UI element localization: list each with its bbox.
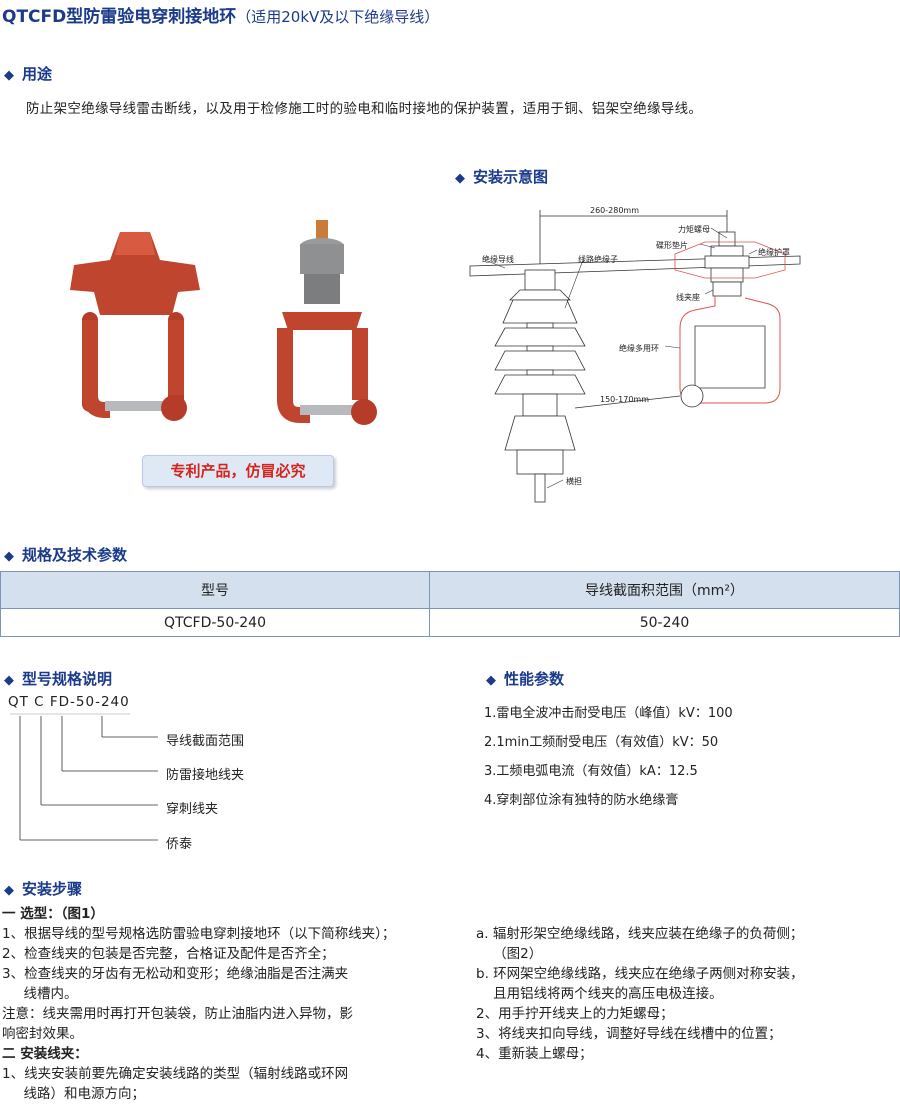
install-step: 1、线夹安装前要先确定安装线路的类型（辐射线路或环网 xyxy=(2,1066,349,1082)
label-clamp-seat: 线夹座 xyxy=(676,293,700,302)
diamond-icon: ◆ xyxy=(486,673,496,688)
install-step: 线槽内。 xyxy=(2,986,78,1002)
label-insulated-wire: 绝缘导线 xyxy=(482,255,514,264)
usage-text: 防止架空绝缘导线雷击断线，以及用于检修施工时的验电和临时接地的保护装置，适用于铜… xyxy=(26,101,703,117)
performance-item: 2.1min工频耐受电压（有效值）kV：50 xyxy=(484,735,719,750)
col-model: 型号 xyxy=(0,571,430,609)
install-step: a. 辐射形架空绝缘线路，线夹应装在绝缘子的负荷侧； xyxy=(476,926,804,942)
model-tree-lines xyxy=(10,713,158,841)
label-dim-top: 260-280mm xyxy=(590,206,640,215)
model-item: 防雷接地线夹 xyxy=(166,768,245,783)
performance-item: 1.雷电全波冲击耐受电压（峰值）kV：100 xyxy=(484,706,733,721)
title-subtitle: （适用20kV及以下绝缘导线） xyxy=(236,8,440,26)
model-code: QT C FD-50-240 xyxy=(8,694,130,710)
install-step: 二 安装线夹： xyxy=(2,1046,88,1062)
install-left-column: 一 选型：（图1） 1、根据导线的型号规格选防雷验电穿刺接地环（以下简称线夹）；… xyxy=(2,904,395,1104)
install-step: 线路）和电源方向； xyxy=(2,1086,145,1102)
performance-heading: ◆ 性能参数 xyxy=(486,668,564,689)
performance-item: 3.工频电弧电流（有效值）kA：12.5 xyxy=(484,764,698,779)
label-insulating-cover: 绝缘护罩 xyxy=(758,248,790,257)
install-step: 3、将线夹扣向导线，调整好导线在线槽中的位置； xyxy=(476,1026,782,1042)
install-step: 3、检查线夹的牙齿有无松动和变形；绝缘油脂是否注满夹 xyxy=(2,966,349,982)
spec-heading-text: 规格及技术参数 xyxy=(22,546,128,564)
diagram-heading-text: 安装示意图 xyxy=(473,168,549,186)
performance-item: 4.穿刺部位涂有独特的防水绝缘膏 xyxy=(484,793,679,808)
insulator-shape xyxy=(494,269,586,503)
usage-heading: ◆ 用途 xyxy=(4,63,52,84)
install-step: 4、重新装上螺母； xyxy=(476,1046,593,1062)
label-line-insulator: 线路绝缘子 xyxy=(578,255,618,264)
clamp-assembly xyxy=(704,231,750,297)
install-step: b. 环网架空绝缘线路，线夹应在绝缘子两侧对称安装， xyxy=(476,966,804,982)
label-dish-washer: 碟形垫片 xyxy=(656,241,688,250)
model-heading-text: 型号规格说明 xyxy=(22,670,113,688)
model-item: 穿刺线夹 xyxy=(166,802,219,817)
patent-badge: 专利产品，仿冒必究 xyxy=(142,455,334,487)
diamond-icon: ◆ xyxy=(455,171,465,186)
install-step: 注意：线夹需用时再打开包装袋，防止油脂内进入异物，影 xyxy=(2,1006,353,1022)
label-torque-nut: 力矩螺母 xyxy=(678,225,710,234)
clamp-photo-right xyxy=(277,220,377,425)
install-step: 且用铝线将两个线夹的高压电极连接。 xyxy=(476,986,723,1002)
label-dim-bottom: 150-170mm xyxy=(600,395,650,404)
diamond-icon: ◆ xyxy=(4,549,14,564)
spec-table: 型号 导线截面积范围（mm²） QTCFD-50-240 50-240 xyxy=(0,571,900,637)
diamond-icon: ◆ xyxy=(4,68,14,83)
model-item: 导线截面范围 xyxy=(166,734,245,749)
install-heading-text: 安装步骤 xyxy=(22,880,83,898)
installation-diagram xyxy=(469,210,801,503)
performance-heading-text: 性能参数 xyxy=(504,670,565,688)
install-step: 2、检查线夹的包装是否完整，合格证及配件是否齐全； xyxy=(2,946,335,962)
diamond-icon: ◆ xyxy=(4,883,14,898)
table-header-row: 型号 导线截面积范围（mm²） xyxy=(0,571,900,609)
label-cross-arm: 横担 xyxy=(566,477,582,486)
install-heading: ◆ 安装步骤 xyxy=(4,878,82,899)
diagram-heading: ◆ 安装示意图 xyxy=(455,166,548,187)
model-heading: ◆ 型号规格说明 xyxy=(4,668,112,689)
usage-heading-text: 用途 xyxy=(22,65,53,83)
title-main: QTCFD型防雷验电穿刺接地环 xyxy=(2,7,237,27)
col-range: 导线截面积范围（mm²） xyxy=(429,571,900,609)
cell-range: 50-240 xyxy=(429,608,900,637)
install-right-column: a. 辐射形架空绝缘线路，线夹应装在绝缘子的负荷侧； （图2） b. 环网架空绝… xyxy=(476,924,804,1064)
diamond-icon: ◆ xyxy=(4,673,14,688)
clamp-photo-left xyxy=(70,232,200,421)
model-item: 侨泰 xyxy=(166,837,193,852)
product-photo xyxy=(70,220,377,425)
spec-heading: ◆ 规格及技术参数 xyxy=(4,544,127,565)
install-step: 2、用手拧开线夹上的力矩螺母； xyxy=(476,1006,674,1022)
install-step: 响密封效果。 xyxy=(2,1026,83,1042)
page-title: QTCFD型防雷验电穿刺接地环（适用20kV及以下绝缘导线） xyxy=(2,2,439,27)
install-step: 一 选型：（图1） xyxy=(2,906,104,922)
install-step: 1、根据导线的型号规格选防雷验电穿刺接地环（以下简称线夹）； xyxy=(2,926,396,942)
table-row: QTCFD-50-240 50-240 xyxy=(0,608,900,637)
cell-model: QTCFD-50-240 xyxy=(0,608,430,637)
label-multi-ring: 绝缘多用环 xyxy=(619,344,659,353)
install-step: （图2） xyxy=(476,946,543,962)
